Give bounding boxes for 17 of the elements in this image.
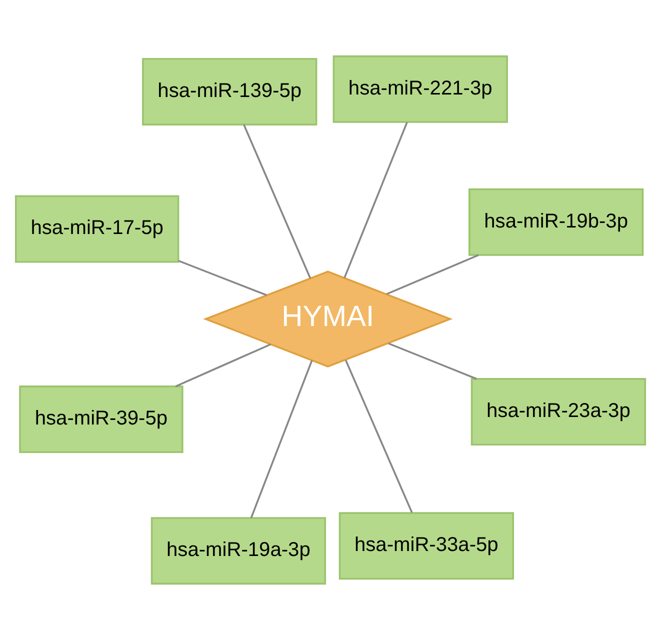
node-box: hsa-miR-221-3p (332, 55, 508, 123)
node-box: hsa-miR-17-5p (14, 195, 180, 263)
connector (243, 124, 312, 279)
connector (175, 344, 272, 388)
node-box: hsa-miR-39-5p (19, 386, 184, 454)
connector (344, 360, 413, 513)
node-diamond: HYMAI (203, 270, 453, 368)
node-box: hsa-miR-19b-3p (468, 188, 644, 256)
node-box: hsa-miR-33a-5p (338, 512, 514, 580)
connector (388, 342, 477, 380)
connector (178, 260, 267, 296)
connector (386, 254, 479, 295)
node-box: hsa-miR-139-5p (142, 58, 318, 126)
connector (344, 122, 408, 278)
node-box: hsa-miR-23a-3p (470, 378, 646, 446)
connector (250, 360, 313, 518)
node-box: hsa-miR-19a-3p (150, 517, 326, 585)
